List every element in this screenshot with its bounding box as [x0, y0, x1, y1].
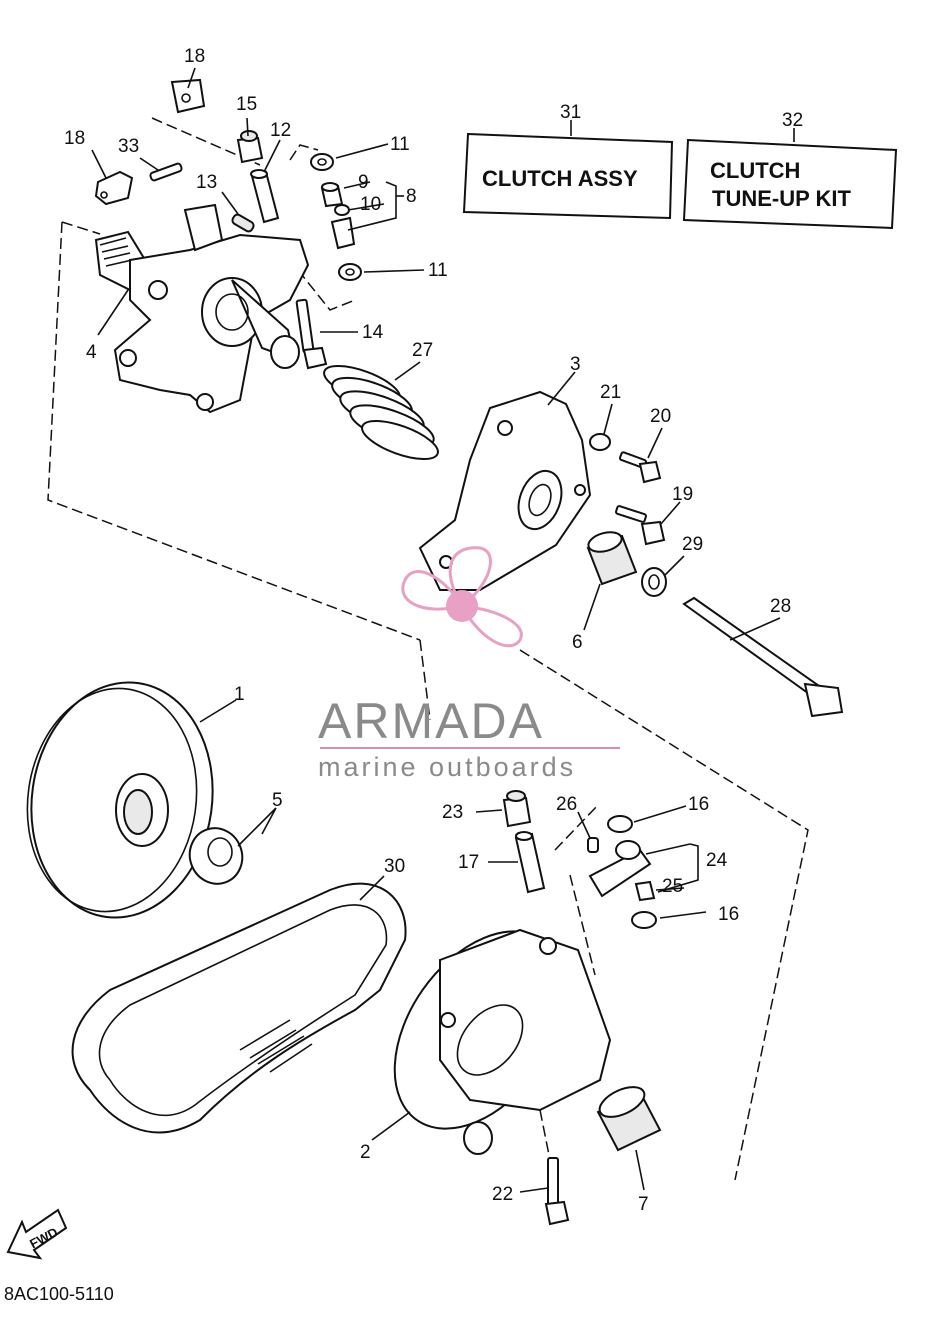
nut-part-15	[236, 130, 264, 164]
washer-part-16-lower	[631, 911, 657, 929]
kit-box-clutch-tune-up: CLUTCH TUNE-UP KIT	[682, 138, 898, 230]
propeller-hub-icon	[446, 590, 478, 622]
part-number-15: 15	[236, 94, 257, 115]
part-number-33: 33	[118, 136, 139, 157]
part-number-20: 20	[650, 406, 671, 427]
part-number-12: 12	[270, 120, 291, 141]
forward-direction-arrow-icon: FWD	[6, 1208, 68, 1260]
ramp-part-24	[588, 840, 652, 898]
part-number-6: 6	[572, 632, 583, 653]
part-number-18: 18	[64, 128, 85, 149]
washer-part-11-upper	[310, 153, 334, 171]
tune-up-kit-label-line1: CLUTCH	[710, 158, 800, 183]
pin-part-26	[587, 837, 599, 853]
part-number-27: 27	[412, 340, 433, 361]
part-number-2: 2	[360, 1142, 371, 1163]
roller-part-9	[320, 182, 344, 208]
sleeve-part-12	[250, 169, 280, 224]
secondary-sheave-part-2	[393, 928, 612, 1155]
part-number-3: 3	[570, 354, 581, 375]
weight-pin-part-33	[149, 162, 183, 182]
part-number-22: 22	[492, 1184, 513, 1205]
kit-box-clutch-assy: CLUTCH ASSY	[462, 132, 674, 220]
part-number-7: 7	[638, 1194, 649, 1215]
part-number-29: 29	[682, 534, 703, 555]
part-number-1: 1	[234, 684, 245, 705]
part-number-10: 10	[360, 194, 381, 215]
part-number-9: 9	[358, 172, 369, 193]
drive-belt-part-30	[71, 882, 407, 1134]
washer-part-29	[641, 567, 667, 597]
part-number-16: 16	[688, 794, 709, 815]
bushing-part-5	[188, 827, 244, 885]
part-number-30: 30	[384, 856, 405, 877]
part-number-4: 4	[86, 342, 97, 363]
bolt-part-14	[295, 298, 328, 370]
part-number-11: 11	[390, 134, 410, 155]
part-number-26: 26	[556, 794, 577, 815]
washer-part-11-lower	[338, 263, 362, 281]
part-number-16: 16	[718, 904, 739, 925]
bushing-part-7	[596, 1086, 662, 1152]
bolt-part-22	[544, 1157, 570, 1226]
roller-cap-part-18-upper	[170, 78, 206, 114]
bushing-part-10	[330, 204, 356, 250]
propeller-logo-icon	[401, 546, 523, 648]
part-number-21: 21	[600, 382, 621, 403]
roller-pin-part-13	[231, 213, 255, 233]
bolt-part-20	[618, 451, 662, 484]
part-number-8: 8	[406, 186, 417, 207]
part-number-31: 31	[560, 102, 581, 123]
washer-part-21	[589, 433, 611, 451]
part-number-17: 17	[458, 852, 479, 873]
pin-part-17	[514, 831, 546, 894]
part-numbers: 18 18 33 15 12 13 11 9 10 8 11 14 4 27 3…	[64, 46, 803, 1215]
upper-assembly-outline	[47, 117, 809, 1181]
leader-lines	[91, 67, 795, 1193]
part-number-18: 18	[184, 46, 205, 67]
watermark-tagline: marine outboards	[318, 752, 576, 782]
part-number-14: 14	[362, 322, 384, 343]
clutch-assy-label: CLUTCH ASSY	[482, 166, 638, 191]
watermark-brand: ARMADA	[318, 693, 544, 749]
primary-spider-housing	[94, 203, 310, 414]
part-number-28: 28	[770, 596, 791, 617]
clutch-spring-part-27	[323, 365, 439, 460]
part-number-24: 24	[706, 850, 728, 871]
armada-watermark: ARMADA marine outboards	[318, 546, 620, 782]
sliding-sheave-part-1	[26, 681, 214, 919]
part-number-32: 32	[782, 110, 803, 131]
part-number-23: 23	[442, 802, 463, 823]
diagram-code: 8AC100-5110	[4, 1284, 114, 1304]
part-number-13: 13	[196, 172, 217, 193]
part-number-5: 5	[272, 790, 283, 811]
bushing-part-6	[586, 531, 638, 586]
roller-cap-part-18-lower	[94, 170, 134, 206]
tune-up-kit-label-line2: TUNE-UP KIT	[712, 186, 851, 211]
part-number-11: 11	[428, 260, 448, 281]
clutch-cover-part-3	[418, 390, 592, 591]
part-number-19: 19	[672, 484, 693, 505]
bolt-part-28	[682, 596, 844, 718]
roller-part-25	[634, 880, 656, 902]
bolt-part-19	[615, 505, 666, 546]
part-number-25: 25	[662, 876, 683, 897]
washer-part-16-upper	[607, 815, 633, 833]
nut-part-23	[502, 790, 532, 828]
